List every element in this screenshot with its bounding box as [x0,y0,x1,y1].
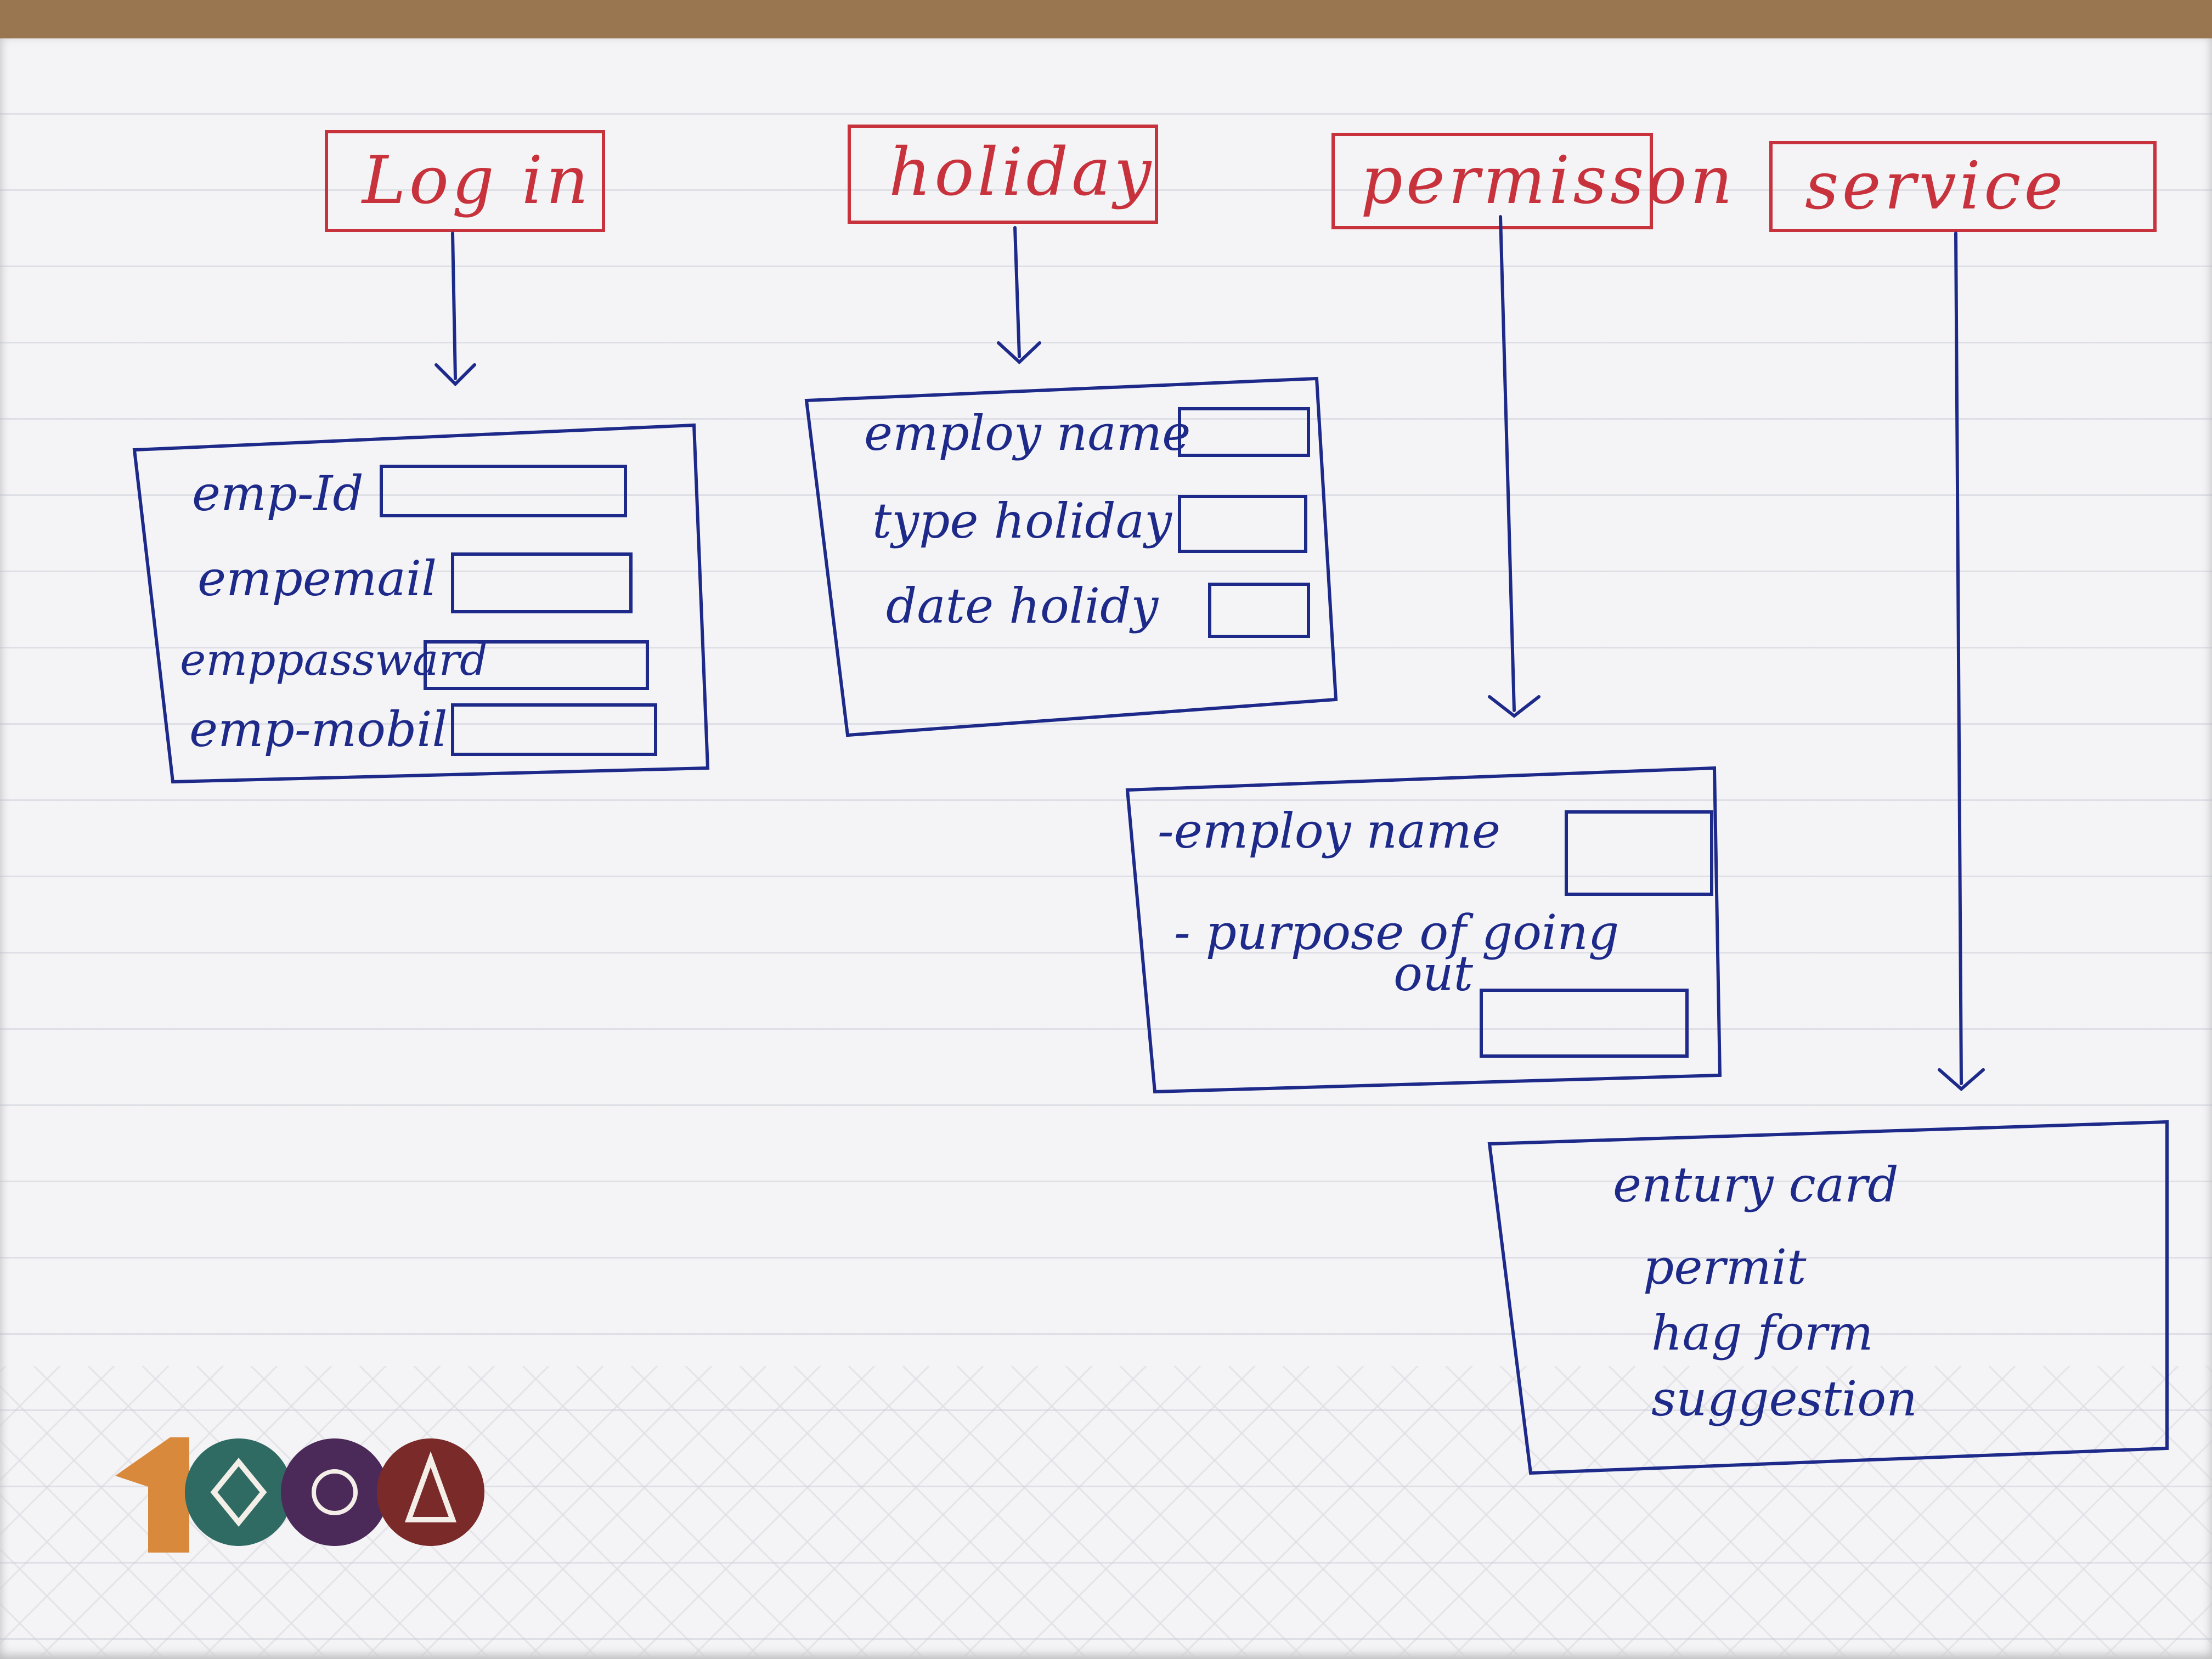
diamond-icon [210,1458,267,1527]
login-input-2[interactable] [451,552,633,613]
header-permission-box [1331,133,1653,229]
service-list: entury card permit hag form suggestion [1487,1120,2169,1475]
header-login[interactable]: Log in [325,130,605,232]
logo-circle-purple [281,1438,388,1546]
permission-field-label-2: - purpose of going [1174,904,1619,961]
arrow-login [435,232,476,387]
login-input-3[interactable] [424,640,649,690]
holiday-input-1[interactable] [1178,407,1310,457]
header-holiday-label: holiday [889,134,1154,211]
permission-input-2[interactable] [1480,989,1689,1058]
logo-digit-shape [115,1437,189,1553]
holiday-field-label-1: employ name [864,405,1190,461]
ruled-lines [0,38,2212,1659]
holiday-form-frame [804,376,1338,737]
permission-field-label-1: -employ name [1158,803,1500,859]
login-field-label-1: emp-Id [192,465,364,522]
holiday-field-label-2: type holiday [872,493,1172,549]
permission-form: -employ name - purpose of going out [1125,766,1722,1094]
arrow-holiday [997,226,1041,365]
header-permission-label: permisson [1361,143,1736,219]
login-form-frame [132,423,710,784]
login-input-4[interactable] [451,703,657,756]
header-service-box [1769,141,2157,232]
header-holiday[interactable]: holiday [848,125,1158,224]
service-item-3[interactable]: hag form [1651,1305,1874,1361]
header-holiday-box [848,125,1158,224]
service-list-frame [1487,1120,2169,1475]
logo-circle-maroon [377,1438,484,1546]
permission-form-frame [1125,766,1722,1094]
logo-emblem [115,1437,484,1553]
header-service[interactable]: service [1769,141,2157,232]
circuit-icon [312,1469,358,1515]
tent-icon [404,1451,457,1522]
header-permission[interactable]: permisson [1331,133,1736,229]
notebook-page [0,38,2212,1659]
login-field-label-2: empemail [198,550,437,607]
holiday-field-label-3: date holidy [886,578,1159,634]
holiday-form: employ name type holiday date holidy [804,376,1338,737]
header-login-box [325,130,605,232]
service-item-2[interactable]: permit [1643,1239,1807,1295]
header-login-label: Log in [361,143,592,219]
holiday-input-2[interactable] [1178,495,1307,553]
logo-circle-teal [185,1438,292,1546]
login-form: emp-Id empemail emppassward emp-mobil [132,423,710,784]
service-item-1[interactable]: entury card [1613,1156,1899,1213]
login-field-label-4: emp-mobil [189,701,448,758]
permission-input-1[interactable] [1565,810,1713,896]
service-item-4[interactable]: suggestion [1651,1370,1917,1427]
login-input-1[interactable] [380,465,627,517]
permission-field-label-3: out [1393,945,1474,1002]
arrow-permission [1488,215,1541,718]
holiday-input-3[interactable] [1208,583,1310,638]
header-service-label: service [1805,148,2066,224]
arrow-service [1938,232,1985,1091]
